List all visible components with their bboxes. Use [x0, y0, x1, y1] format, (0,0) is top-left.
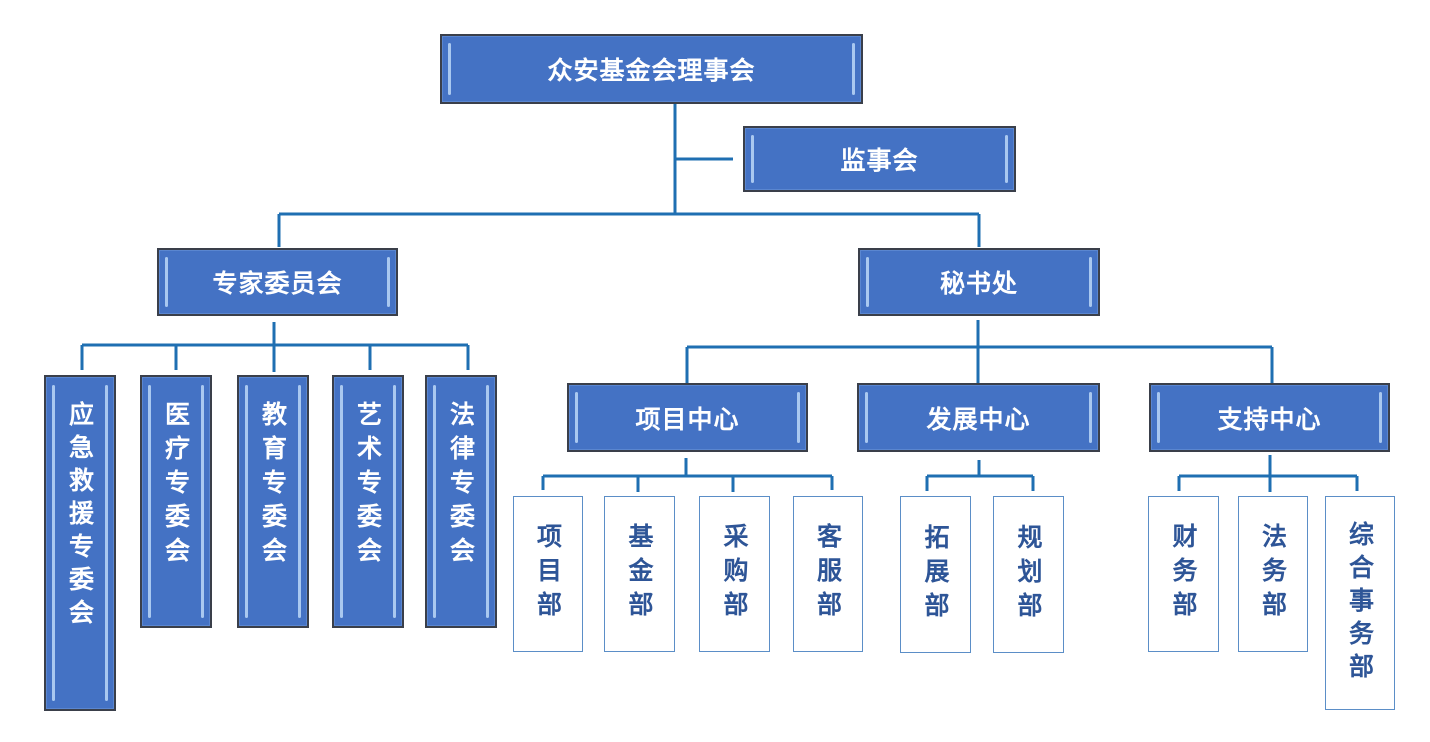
- supervisory-board-node: 监事会: [743, 126, 1016, 192]
- subcommittee-emergency-rescue: 应急救援专委会: [44, 375, 116, 711]
- department-label: 财务部: [1169, 523, 1198, 625]
- subcommittee-label: 法律专委会: [446, 401, 476, 571]
- department-general-affairs: 综合事务部: [1325, 496, 1395, 710]
- expert-committee-node: 专家委员会: [157, 248, 398, 316]
- root-board-label: 众安基金会理事会: [547, 56, 756, 85]
- expert-committee-label: 专家委员会: [212, 269, 343, 298]
- secretariat-label: 秘书处: [939, 269, 1018, 298]
- department-expansion: 拓展部: [900, 496, 971, 653]
- subcommittee-label: 医疗专委会: [161, 401, 191, 571]
- secretariat-node: 秘书处: [858, 248, 1100, 316]
- subcommittee-label: 艺术专委会: [353, 401, 383, 571]
- department-label: 项目部: [533, 523, 563, 625]
- department-label: 拓展部: [921, 523, 950, 626]
- subcommittee-medical: 医疗专委会: [140, 375, 212, 628]
- project-center-node: 项目中心: [567, 383, 808, 452]
- subcommittee-art: 艺术专委会: [332, 375, 404, 628]
- department-label: 规划部: [1014, 523, 1043, 626]
- department-label: 采购部: [720, 523, 749, 625]
- department-label: 客服部: [813, 523, 843, 625]
- department-label: 综合事务部: [1345, 520, 1375, 686]
- subcommittee-legal: 法律专委会: [425, 375, 497, 628]
- support-center-label: 支持中心: [1217, 404, 1322, 434]
- department-procurement: 采购部: [699, 496, 770, 652]
- department-legal-affairs: 法务部: [1238, 496, 1308, 652]
- department-label: 法务部: [1258, 523, 1288, 625]
- department-project: 项目部: [513, 496, 583, 652]
- support-center-node: 支持中心: [1149, 383, 1390, 452]
- subcommittee-education: 教育专委会: [237, 375, 309, 628]
- project-center-label: 项目中心: [635, 404, 740, 434]
- department-planning: 规划部: [993, 496, 1064, 653]
- department-finance: 财务部: [1148, 496, 1219, 652]
- subcommittee-label: 应急救援专委会: [65, 401, 95, 632]
- department-fund: 基金部: [604, 496, 675, 652]
- department-customer-service: 客服部: [793, 496, 863, 652]
- root-board-node: 众安基金会理事会: [440, 34, 863, 104]
- department-label: 基金部: [625, 523, 654, 625]
- supervisory-board-label: 监事会: [840, 146, 919, 175]
- development-center-node: 发展中心: [857, 383, 1100, 452]
- development-center-label: 发展中心: [926, 404, 1031, 434]
- subcommittee-label: 教育专委会: [258, 401, 288, 571]
